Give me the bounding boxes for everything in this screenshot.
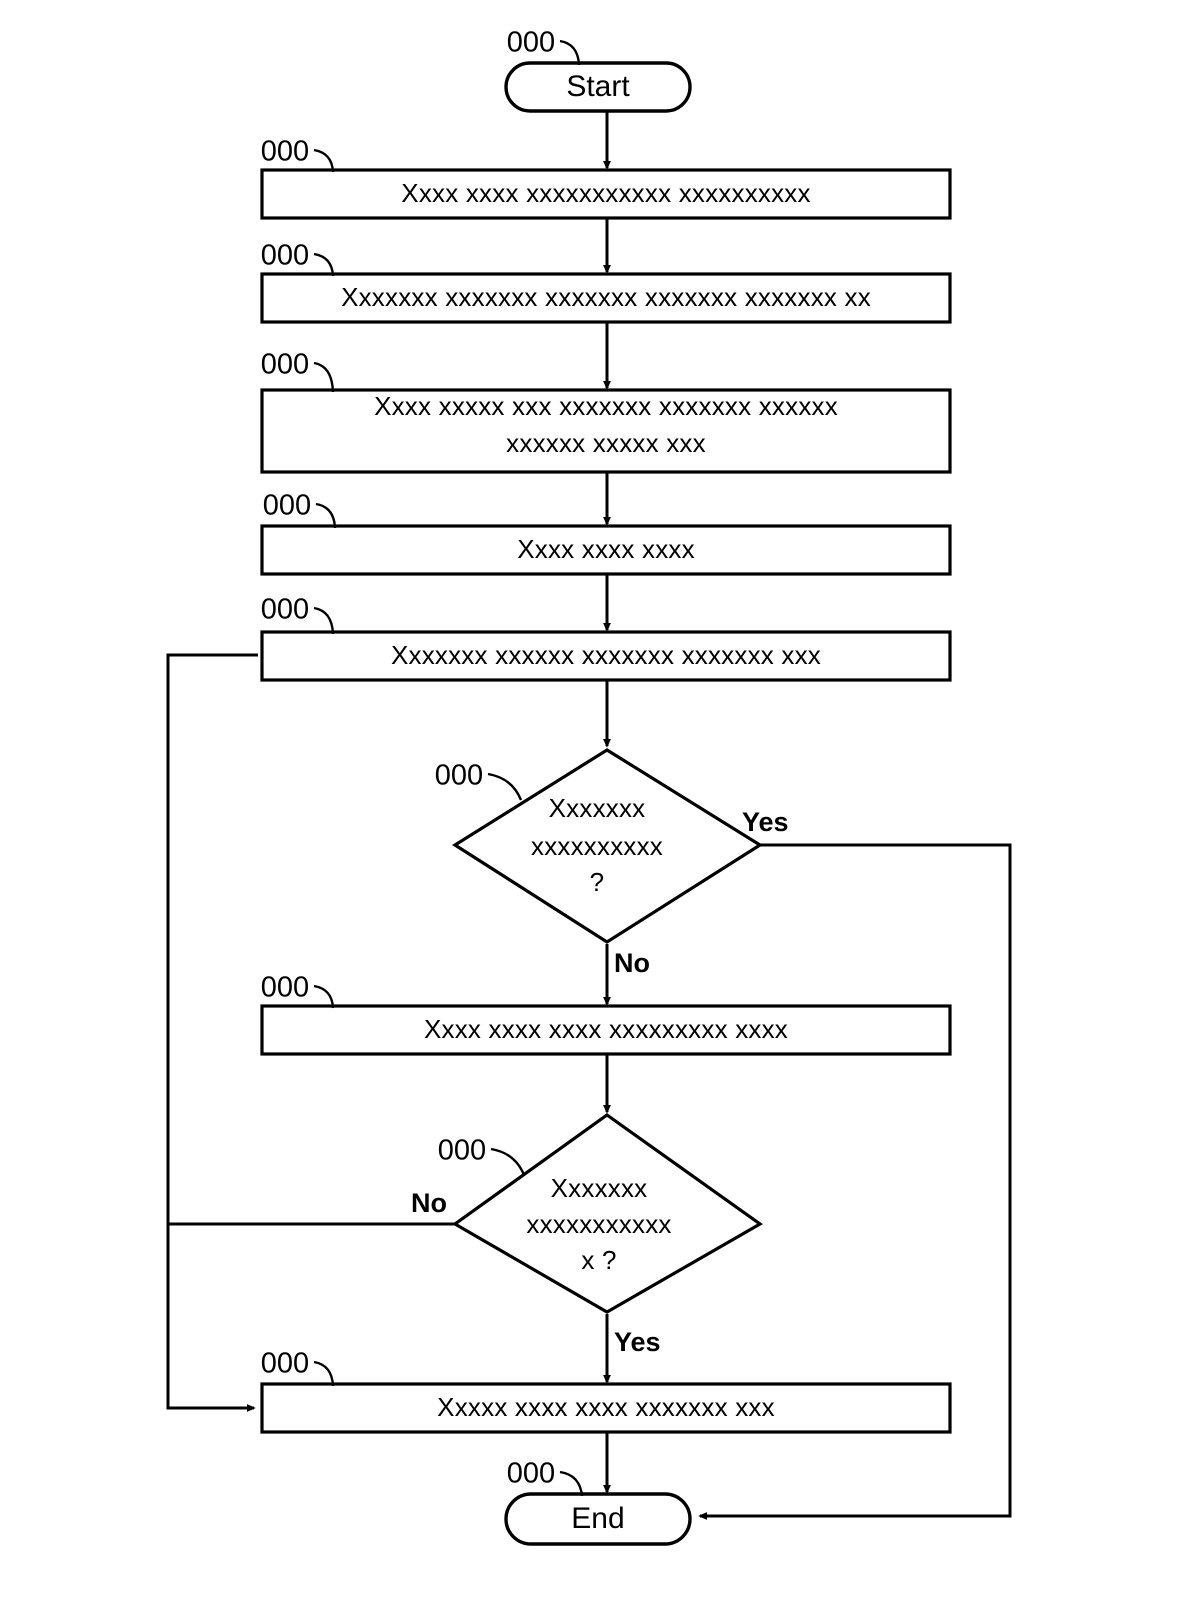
leader-line-step4 (315, 502, 337, 529)
ref-numeral-decision2: 000 (438, 1135, 486, 1167)
node-decision1[interactable]: Xxxxxxx xxxxxxxxxx ? Yes No (452, 748, 789, 978)
step2-label: Xxxxxxx xxxxxxx xxxxxxx xxxxxxx xxxxxxx … (341, 282, 871, 312)
node-end[interactable]: End (504, 1492, 692, 1546)
edge-decision1-yes-to-end (698, 843, 1012, 1520)
step3-shape[interactable] (260, 388, 952, 474)
step6-label: Xxxx xxxx xxxx xxxxxxxxx xxxx (424, 1014, 788, 1044)
node-step3[interactable]: Xxxx xxxxx xxx xxxxxxx xxxxxxx xxxxxx xx… (260, 388, 952, 474)
step7-label: Xxxxx xxxx xxxx xxxxxxx xxx (437, 1392, 775, 1422)
decision1-label-line2: xxxxxxxxxx (531, 831, 663, 861)
decision1-no-branch-label: No (614, 948, 650, 978)
reference-numerals: 000 000 000 000 000 000 000 000 000 000 … (261, 27, 584, 1497)
leader-line-step2 (313, 252, 335, 277)
start-label: Start (566, 70, 630, 103)
node-step5[interactable]: Xxxxxxx xxxxxx xxxxxxx xxxxxxx xxx (260, 630, 952, 682)
decision1-label-line1: Xxxxxxx (549, 793, 646, 823)
leader-line-decision1 (487, 772, 523, 801)
node-step7[interactable]: Xxxxx xxxx xxxx xxxxxxx xxx (260, 1382, 952, 1434)
node-step6[interactable]: Xxxx xxxx xxxx xxxxxxxxx xxxx (260, 1004, 952, 1056)
step2-shape[interactable] (260, 272, 952, 324)
edge-left-rail-to-step7 (166, 1224, 256, 1412)
connectors (166, 110, 1012, 1520)
node-start[interactable]: Start (504, 61, 692, 113)
decision2-label-line2: xxxxxxxxxxx (526, 1209, 671, 1239)
ref-numeral-step3: 000 (261, 349, 309, 381)
decision2-yes-branch-label: Yes (614, 1327, 661, 1357)
ref-numeral-step6: 000 (261, 972, 309, 1004)
node-step2[interactable]: Xxxxxxx xxxxxxx xxxxxxx xxxxxxx xxxxxxx … (260, 272, 952, 324)
step1-shape[interactable] (260, 168, 952, 220)
node-step1[interactable]: Xxxx xxxx xxxxxxxxxxx xxxxxxxxxx (260, 168, 952, 220)
step1-label: Xxxx xxxx xxxxxxxxxxx xxxxxxxxxx (401, 178, 810, 208)
leader-line-step6 (313, 984, 335, 1009)
end-label: End (571, 1502, 624, 1535)
step3-label-line1: Xxxx xxxxx xxx xxxxxxx xxxxxxx xxxxxx (374, 391, 838, 421)
step7-shape[interactable] (260, 1382, 952, 1434)
node-step4[interactable]: Xxxx xxxx xxxx (260, 524, 952, 576)
decision2-label-line3: x ? (581, 1245, 616, 1275)
decision1-label-line3: ? (590, 867, 605, 897)
leader-line-step7 (313, 1360, 335, 1387)
leader-line-step5 (313, 606, 335, 635)
leader-line-decision2 (490, 1147, 526, 1176)
step5-label: Xxxxxxx xxxxxx xxxxxxx xxxxxxx xxx (391, 640, 821, 670)
decision2-no-branch-label: No (411, 1188, 447, 1218)
ref-numeral-end: 000 (507, 1458, 555, 1490)
ref-numeral-decision1: 000 (435, 760, 483, 792)
ref-numeral-step4: 000 (263, 490, 311, 522)
end-terminator-shape[interactable] (504, 1492, 692, 1546)
ref-numeral-step2: 000 (261, 240, 309, 272)
leader-line-end (559, 1470, 584, 1497)
step6-shape[interactable] (260, 1004, 952, 1056)
step5-shape[interactable] (260, 630, 952, 682)
step4-label: Xxxx xxxx xxxx (517, 534, 695, 564)
decision1-shape[interactable] (452, 748, 764, 944)
step3-label-line2: xxxxxx xxxxx xxx (506, 428, 706, 458)
start-terminator-shape[interactable] (504, 61, 692, 113)
edge-decision2-no-to-step5 (166, 653, 455, 1226)
decision1-yes-branch-label: Yes (742, 807, 789, 837)
ref-numeral-step1: 000 (261, 136, 309, 168)
decision2-shape[interactable] (452, 1113, 763, 1314)
decision2-label-line1: Xxxxxxx (551, 1173, 648, 1203)
leader-line-step3 (313, 361, 335, 393)
ref-numeral-step7: 000 (261, 1348, 309, 1380)
ref-numeral-start: 000 (507, 27, 555, 59)
ref-numeral-step5: 000 (261, 594, 309, 626)
step4-shape[interactable] (260, 524, 952, 576)
leader-line-start (559, 39, 581, 66)
leader-line-step1 (313, 148, 335, 173)
node-decision2[interactable]: Xxxxxxx xxxxxxxxxxx x ? No Yes (411, 1113, 763, 1357)
